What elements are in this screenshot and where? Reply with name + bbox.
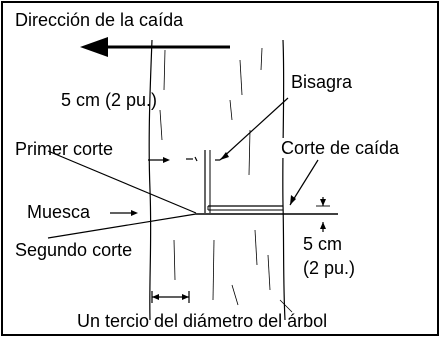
trunk-right-outline [282, 39, 286, 321]
hinge-pointer [219, 97, 289, 161]
trunk-left-outline [148, 39, 153, 321]
first-cut-label: Primer corte [15, 139, 114, 159]
second-cut-label: Segundo corte [15, 240, 133, 260]
notch-top-line [47, 150, 197, 214]
diameter-third-label: Un tercio del diámetro del árbol [77, 311, 328, 331]
stump-height-label: 5 cm [303, 234, 343, 254]
direction-arrow-head [80, 37, 108, 57]
direction-label: Dirección de la caída [14, 10, 185, 30]
notch-size-label: 5 cm (2 pu.) [61, 90, 158, 110]
hinge-label: Bisagra [290, 72, 354, 92]
felling-cut-label: Corte de caída [280, 138, 401, 158]
stump-height-in-label: (2 pu.) [303, 258, 356, 278]
felling-cut-pointer [289, 159, 319, 206]
notch-label: Muesca [27, 202, 91, 222]
notch-bottom-line [47, 213, 197, 239]
